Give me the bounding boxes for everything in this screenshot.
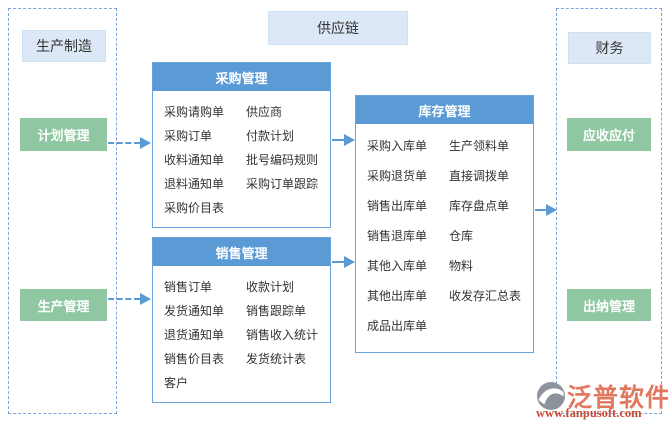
module-item: 销售出库单 [367, 198, 428, 213]
plan-management-box: 计划管理 [20, 118, 107, 151]
arrow-inventory-to-finance [535, 204, 557, 216]
sales-column-1: 销售订单 发货通知单 退货通知单 销售价目表 客户 [164, 274, 246, 394]
production-manufacturing-title: 生产制造 [22, 30, 106, 62]
module-item: 销售退库单 [367, 228, 428, 243]
module-item: 仓库 [449, 228, 474, 243]
receivable-payable-box: 应收应付 [567, 118, 651, 151]
module-item: 发货通知单 [164, 303, 225, 318]
cashier-management-label: 出纳管理 [582, 298, 635, 314]
arrow-purchase-to-inventory [332, 134, 355, 146]
cashier-management-box: 出纳管理 [567, 289, 651, 321]
module-item: 采购入库单 [367, 138, 428, 153]
fanpu-watermark: 泛普软件 www.fanpusoft.com [534, 378, 668, 424]
production-management-box: 生产管理 [20, 289, 107, 321]
production-management-label: 生产管理 [37, 298, 90, 314]
module-item: 采购退货单 [367, 168, 428, 183]
module-item: 销售收入统计 [246, 327, 319, 342]
module-item: 物料 [449, 258, 474, 273]
arrow-plan-to-purchase [108, 137, 151, 149]
module-item: 生产领料单 [449, 138, 510, 153]
module-item: 退货通知单 [164, 327, 225, 342]
receivable-payable-label: 应收应付 [582, 128, 635, 143]
fanpu-logo-icon [537, 382, 565, 410]
inventory-column-2: 生产领料单 直接调拨单 库存盘点单 仓库 物料 收发存汇总表 [449, 130, 529, 340]
module-item: 收料通知单 [164, 152, 225, 167]
sales-management-module: 销售管理 销售订单 发货通知单 退货通知单 销售价目表 客户 收款计划 销售跟踪… [152, 237, 331, 403]
sales-management-body: 销售订单 发货通知单 退货通知单 销售价目表 客户 收款计划 销售跟踪单 销售收… [153, 266, 330, 394]
module-item: 销售订单 [164, 279, 213, 294]
arrow-sales-to-inventory [332, 256, 355, 268]
module-item: 批号编码规则 [246, 152, 319, 167]
module-item: 采购订单跟踪 [246, 176, 319, 191]
module-item: 采购订单 [164, 128, 213, 143]
purchase-management-header: 采购管理 [153, 63, 330, 91]
module-item: 其他出库单 [367, 288, 428, 303]
fanpu-url-text: www.fanpusoft.com [536, 406, 642, 420]
inventory-management-title: 库存管理 [418, 103, 471, 119]
module-item: 库存盘点单 [449, 198, 510, 213]
inventory-management-header: 库存管理 [356, 96, 533, 124]
inventory-management-body: 采购入库单 采购退货单 销售出库单 销售退库单 其他入库单 其他出库单 成品出库… [356, 124, 533, 340]
module-item: 其他入库单 [367, 258, 428, 273]
fanpu-brand-text: 泛普软件 [567, 384, 668, 412]
module-item: 直接调拨单 [449, 168, 510, 183]
production-manufacturing-label: 生产制造 [36, 38, 92, 54]
supply-chain-title-box: 供应链 [268, 11, 408, 45]
purchase-column-1: 采购请购单 采购订单 收料通知单 退料通知单 采购价目表 [164, 99, 246, 219]
module-item: 销售价目表 [164, 351, 225, 366]
purchase-management-title: 采购管理 [215, 70, 268, 86]
module-item: 收款计划 [246, 279, 295, 294]
module-item: 供应商 [246, 104, 283, 119]
module-item: 发货统计表 [246, 351, 307, 366]
inventory-column-1: 采购入库单 采购退货单 销售出库单 销售退库单 其他入库单 其他出库单 成品出库… [367, 130, 449, 340]
module-item: 客户 [164, 375, 189, 390]
purchase-column-2: 供应商 付款计划 批号编码规则 采购订单跟踪 [246, 99, 326, 219]
finance-label: 财务 [595, 40, 624, 56]
plan-management-label: 计划管理 [37, 128, 90, 143]
module-item: 付款计划 [246, 128, 295, 143]
purchase-management-module: 采购管理 采购请购单 采购订单 收料通知单 退料通知单 采购价目表 供应商 付款… [152, 62, 331, 228]
module-item: 采购请购单 [164, 104, 225, 119]
arrow-production-to-sales [108, 293, 151, 305]
module-item: 退料通知单 [164, 176, 225, 191]
module-item: 收发存汇总表 [449, 288, 522, 303]
module-item: 成品出库单 [367, 318, 428, 333]
inventory-management-module: 库存管理 采购入库单 采购退货单 销售出库单 销售退库单 其他入库单 其他出库单… [355, 95, 534, 353]
sales-management-title: 销售管理 [215, 245, 268, 261]
sales-column-2: 收款计划 销售跟踪单 销售收入统计 发货统计表 [246, 274, 326, 394]
module-item: 采购价目表 [164, 200, 225, 215]
production-manufacturing-panel: 生产制造 计划管理 生产管理 [8, 8, 117, 414]
sales-management-header: 销售管理 [153, 238, 330, 266]
purchase-management-body: 采购请购单 采购订单 收料通知单 退料通知单 采购价目表 供应商 付款计划 批号… [153, 91, 330, 219]
supply-chain-title: 供应链 [317, 20, 359, 36]
finance-title: 财务 [568, 32, 651, 64]
finance-panel: 财务 应收应付 出纳管理 [556, 8, 662, 414]
module-item: 销售跟踪单 [246, 303, 307, 318]
